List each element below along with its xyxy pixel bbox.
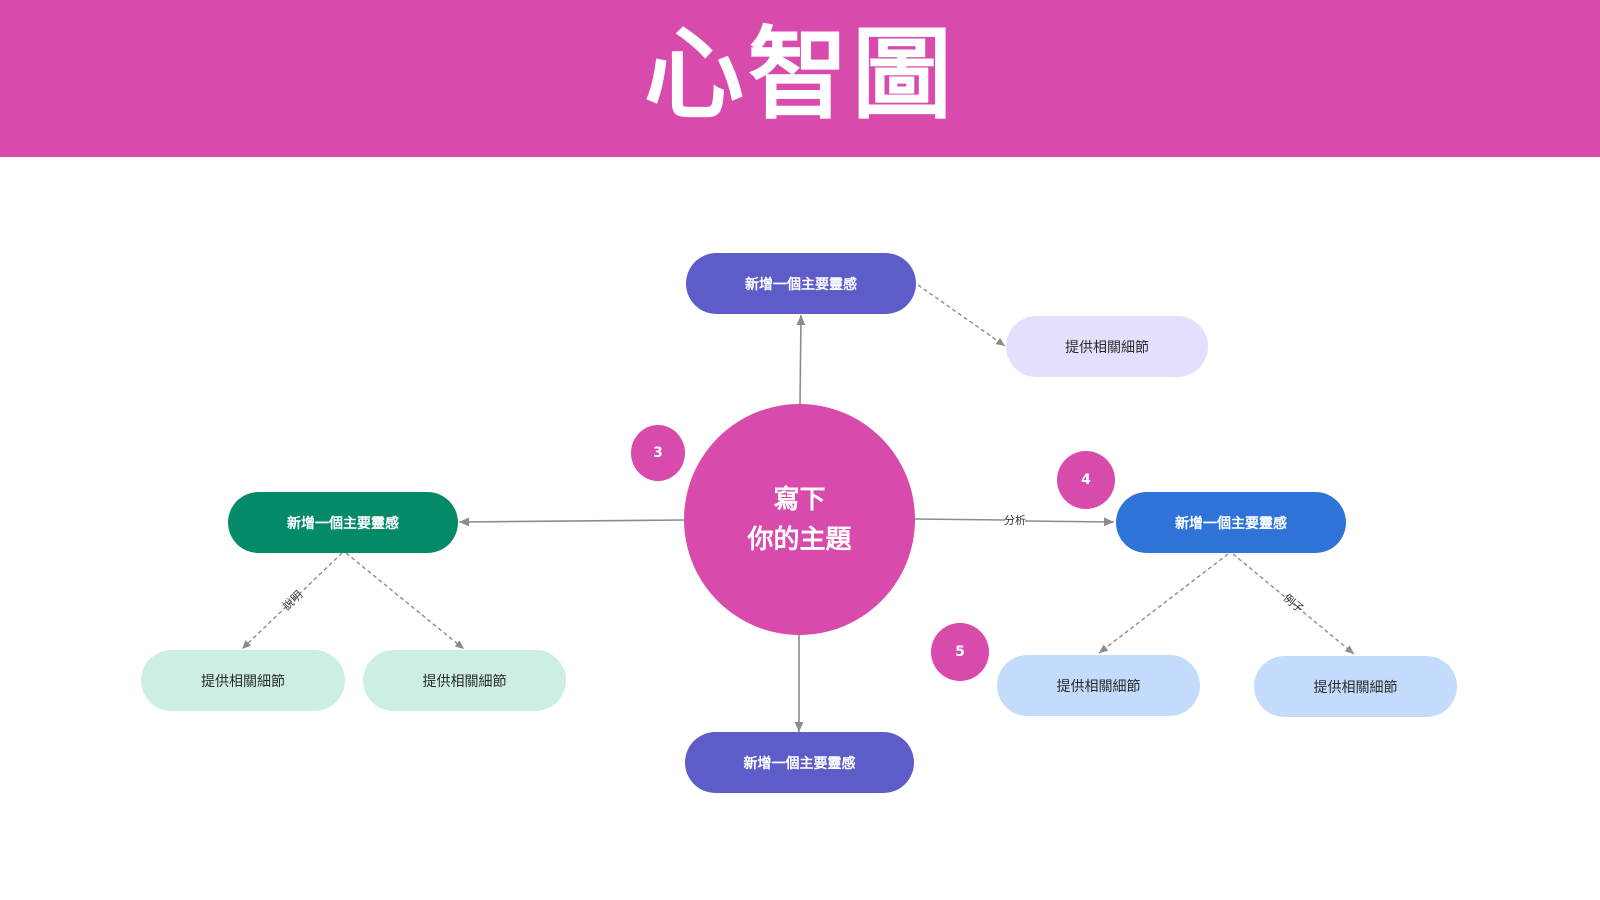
connector-left-detail-2 bbox=[345, 552, 465, 650]
main-idea-top-label: 新增一個主要靈感 bbox=[745, 276, 857, 293]
central-topic-line-2: 你的主題 bbox=[747, 524, 852, 555]
detail-right-2-label: 提供相關細節 bbox=[1313, 679, 1398, 696]
edge-label-example: 例子 bbox=[1281, 591, 1307, 616]
connector-center-top bbox=[796, 314, 806, 405]
connector-center-right bbox=[914, 518, 1006, 521]
main-idea-bottom-label: 新增一個主要靈感 bbox=[743, 755, 856, 772]
detail-left-1-label: 提供相關細節 bbox=[201, 673, 285, 690]
step-badge-5: 5 bbox=[931, 623, 989, 681]
detail-left-2-label: 提供相關細節 bbox=[422, 673, 507, 690]
step-badge-4: 4 bbox=[1057, 451, 1115, 509]
connector-center-left bbox=[458, 517, 685, 527]
connector-center-right-b bbox=[1024, 517, 1115, 527]
central-topic-line-1: 寫下 bbox=[773, 484, 826, 515]
connector-top-detail bbox=[917, 284, 1006, 347]
main-idea-left-label: 新增一個主要靈感 bbox=[287, 515, 399, 532]
main-idea-right-label: 新增一個主要靈感 bbox=[1175, 515, 1287, 532]
connector-right-detail-1 bbox=[1098, 553, 1229, 654]
main-idea-bottom[interactable]: 新增一個主要靈感 bbox=[685, 732, 914, 793]
page-title: 心智圖 bbox=[644, 15, 956, 133]
detail-right-2[interactable]: 提供相關細節 bbox=[1254, 656, 1457, 717]
header-banner: 心智圖 bbox=[0, 0, 1600, 157]
detail-top-label: 提供相關細節 bbox=[1065, 339, 1149, 356]
detail-right-1[interactable]: 提供相關細節 bbox=[997, 655, 1200, 716]
detail-left-2[interactable]: 提供相關細節 bbox=[363, 650, 566, 711]
edge-label-analyze: 分析 bbox=[1004, 513, 1026, 527]
step-badge-3: 3 bbox=[631, 425, 685, 481]
connector-right-detail-2 bbox=[1232, 553, 1355, 655]
main-idea-top[interactable]: 新增一個主要靈感 bbox=[686, 253, 916, 314]
central-topic[interactable]: 寫下 你的主題 bbox=[684, 404, 915, 635]
detail-right-1-label: 提供相關細節 bbox=[1056, 678, 1141, 695]
detail-top[interactable]: 提供相關細節 bbox=[1006, 316, 1208, 377]
edge-label-explain: 說明 bbox=[280, 588, 306, 613]
main-idea-left[interactable]: 新增一個主要靈感 bbox=[228, 492, 458, 553]
main-idea-right[interactable]: 新增一個主要靈感 bbox=[1116, 492, 1346, 553]
connector-left-detail-1 bbox=[241, 552, 343, 650]
detail-left-1[interactable]: 提供相關細節 bbox=[141, 650, 345, 711]
